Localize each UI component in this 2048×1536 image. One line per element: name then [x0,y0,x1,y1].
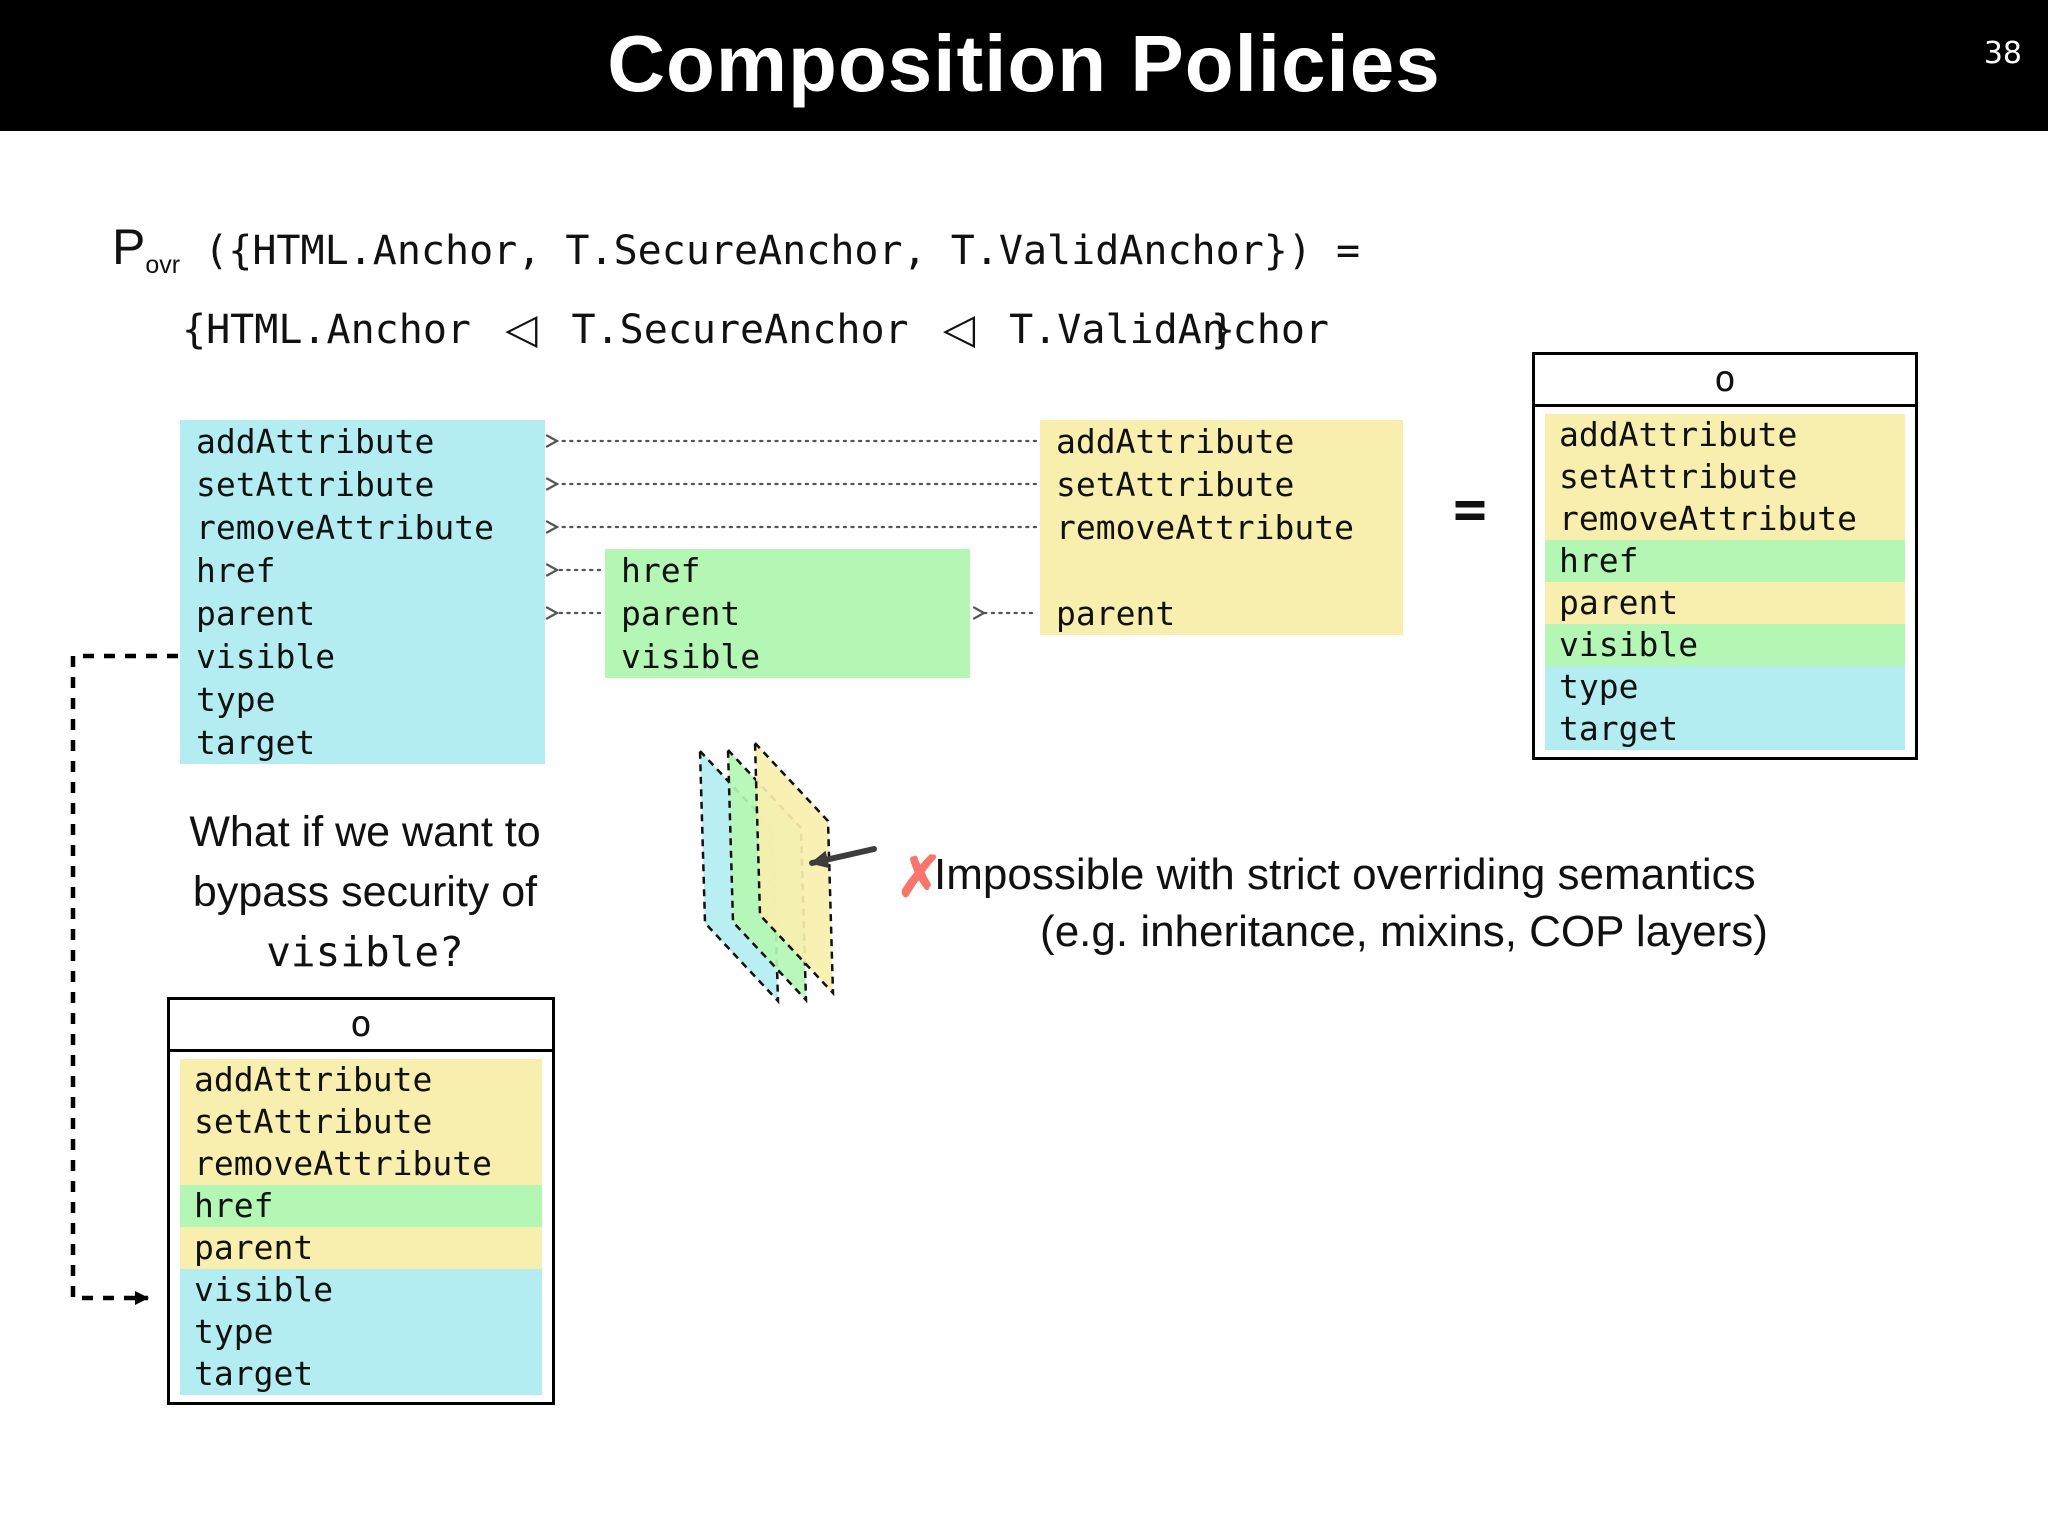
formula-line-2-open: {HTML.Anchor [182,307,471,353]
layers-diagram [698,739,835,1005]
result-row: href [1545,540,1905,582]
result-row: target [180,1353,542,1395]
attribute-row: href [196,551,276,590]
impossible-line-1: Impossible with strict overriding semant… [934,850,1756,899]
formula-line-2-tail-end: chor [1232,307,1329,353]
question-line-2: bypass security of [192,868,538,916]
result-row: visible [180,1269,542,1311]
result-row: parent [180,1227,542,1269]
compose-operator-icon: ◁ [505,304,538,353]
result-row: setAttribute [180,1101,542,1143]
result-row: addAttribute [180,1059,542,1101]
attribute-row: href [621,551,701,590]
result-row: removeAttribute [180,1143,542,1185]
html-anchor-box: addAttribute setAttribute removeAttribut… [180,420,545,764]
compose-operator-icon: ◁ [942,304,976,353]
result-box-header: o [1535,355,1915,407]
title-bar: Composition Policies 38 [0,0,2048,131]
attribute-row: setAttribute [1056,465,1295,504]
attribute-row: setAttribute [196,465,435,504]
question-line-1: What if we want to [189,808,541,856]
overlapping-brace: } [1210,307,1236,353]
equals-sign: = [1453,477,1487,542]
formula-line-2: {HTML.Anchor ◁ T.SecureAnchor ◁ T.ValidA… [182,304,1329,353]
question-code: visible? [266,928,464,976]
policy-symbol: P [112,219,146,275]
layer-yellow [753,739,835,997]
result-row: target [1545,708,1905,750]
attribute-row: type [196,680,276,719]
result-row: type [1545,666,1905,708]
page-title: Composition Policies [607,19,1441,108]
formula-line-1: Povr ({HTML.Anchor, T.SecureAnchor, T.Va… [112,218,1360,280]
attribute-row: target [196,723,316,762]
attribute-row: visible [196,637,336,676]
impossible-text: Impossible with strict overriding semant… [934,846,1874,960]
result-row: href [180,1185,542,1227]
attribute-row: removeAttribute [1056,508,1355,547]
formula-line-2-mid: T.SecureAnchor [571,307,909,353]
formula-line-1-body: ({HTML.Anchor, T.SecureAnchor, T.ValidAn… [204,228,1361,274]
valid-anchor-box: addAttribute setAttribute removeAttribut… [1040,420,1403,635]
attribute-row-empty [1040,549,1403,592]
attribute-row: parent [196,594,316,633]
attribute-row: addAttribute [1056,422,1295,461]
result-box-top: o addAttribute setAttribute removeAttrib… [1532,352,1918,760]
page-number: 38 [1983,36,2022,71]
attribute-row: removeAttribute [196,508,495,547]
policy-subscript: ovr [145,251,181,279]
result-row: addAttribute [1545,414,1905,456]
x-mark-icon: ✗ [896,845,943,908]
result-row: type [180,1311,542,1353]
question-text: What if we want to bypass security of vi… [140,802,590,982]
attribute-row: parent [1056,594,1176,633]
attribute-row: visible [621,637,761,676]
result-row: removeAttribute [1545,498,1905,540]
attribute-row: addAttribute [196,422,435,461]
result-box-header: o [170,1000,552,1052]
result-row: setAttribute [1545,456,1905,498]
result-box-bottom: o addAttribute setAttribute removeAttrib… [167,997,555,1405]
result-row: parent [1545,582,1905,624]
result-row: visible [1545,624,1905,666]
attribute-row: parent [621,594,741,633]
formula-line-2-tail: T.ValidAn [1009,307,1226,353]
secure-anchor-box: href parent visible [605,549,970,678]
impossible-line-2: (e.g. inheritance, mixins, COP layers) [1040,907,1768,956]
